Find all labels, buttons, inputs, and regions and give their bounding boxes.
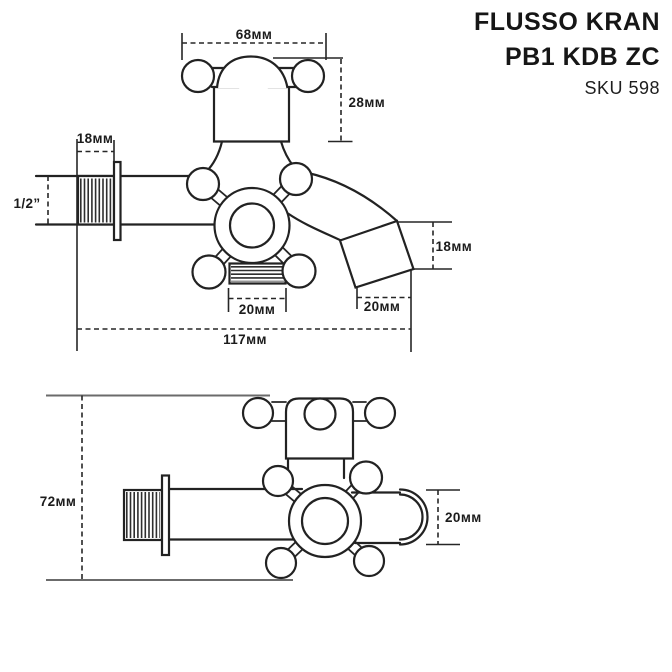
front-view: 68мм 28мм 18мм 1/2” 20мм (13, 27, 472, 352)
cross-knob-bottom-left-top-view (264, 546, 298, 580)
brand-title-line2: PB1 KDB ZC (504, 43, 660, 71)
brand-title-line1: FLUSSO KRAN (473, 8, 660, 36)
sku-label: SKU 598 (584, 78, 660, 98)
dim-spout-diameter-ticks (426, 489, 460, 546)
dim-handle-height: 28мм (273, 57, 386, 143)
spout-cap-arcs (398, 488, 429, 546)
dim-spout-end-width: 20мм (356, 287, 411, 314)
wall-thread (76, 174, 116, 226)
cross-knob-bottom-right-top-view (352, 544, 386, 578)
dim-spout-end-width-label: 20мм (364, 299, 401, 314)
cross-knob-top-right (278, 161, 314, 197)
title-block: FLUSSO KRAN PB1 KDB ZC SKU 598 (474, 5, 660, 100)
dim-bottom-outlet-width: 20мм (227, 288, 287, 317)
cross-handle-spokes-top-view (283, 481, 365, 560)
handle-dome (215, 55, 289, 89)
handle-bonnet (212, 86, 291, 143)
cross-handle-spokes (208, 183, 295, 267)
dim-wall-thread-length: 18мм (76, 131, 115, 351)
dim-bottom-outlet-ticks (227, 288, 287, 312)
dim-wall-thread-label: 18мм (77, 131, 114, 146)
dim-bottom-outlet-label: 20мм (239, 302, 276, 317)
top-handle-side (180, 55, 326, 143)
wall-thread-top-view (122, 488, 164, 542)
cross-knob-top-right-top-view (348, 460, 384, 495)
dim-total-depth-label: 72мм (40, 494, 77, 509)
dim-thread-size-label: 1/2” (13, 196, 40, 211)
handle-knob-left (180, 58, 216, 94)
dim-handle-height-label: 28мм (349, 95, 386, 110)
dim-spout-diameter-label: 20мм (445, 510, 482, 525)
handle-neck (204, 140, 296, 174)
dim-spout-end-height-label: 18мм (436, 239, 473, 254)
dim-thread-size: 1/2” (13, 176, 49, 225)
cross-knob-bottom-left (191, 254, 227, 290)
cross-knob-top-left (185, 166, 221, 202)
cross-knob-top-left-top-view (261, 464, 295, 498)
valve-body-inner-top-view (300, 496, 350, 546)
handle-stem-circle (303, 397, 337, 431)
dim-spout-diameter: 20мм (426, 489, 482, 546)
top-handle-top-view (241, 396, 397, 460)
wall-flange-top-view (160, 474, 171, 557)
dim-total-length-label: 117мм (223, 332, 267, 347)
wall-flange (112, 160, 122, 242)
handle-knob-right (290, 58, 326, 94)
spout-end (338, 219, 415, 289)
dim-total-length: 117мм (77, 269, 412, 352)
handle-knob-left-top-view (241, 396, 275, 430)
top-view: 72мм 20мм (40, 394, 482, 581)
dim-spout-end-height: 18мм (397, 221, 473, 270)
dim-total-depth: 72мм (40, 395, 83, 580)
spout (286, 171, 399, 242)
cross-knob-bottom-right (281, 253, 317, 289)
valve-body-inner (228, 202, 276, 249)
dim-handle-width-label: 68мм (236, 27, 273, 42)
handle-body-connectors (286, 456, 346, 482)
dim-handle-width: 68мм (181, 27, 327, 60)
dim-handle-width-ticks (181, 33, 327, 60)
bottom-outlet-thread (228, 262, 287, 285)
handle-knob-right-top-view (363, 396, 397, 430)
handle-cross-arms-top-view (271, 401, 367, 422)
